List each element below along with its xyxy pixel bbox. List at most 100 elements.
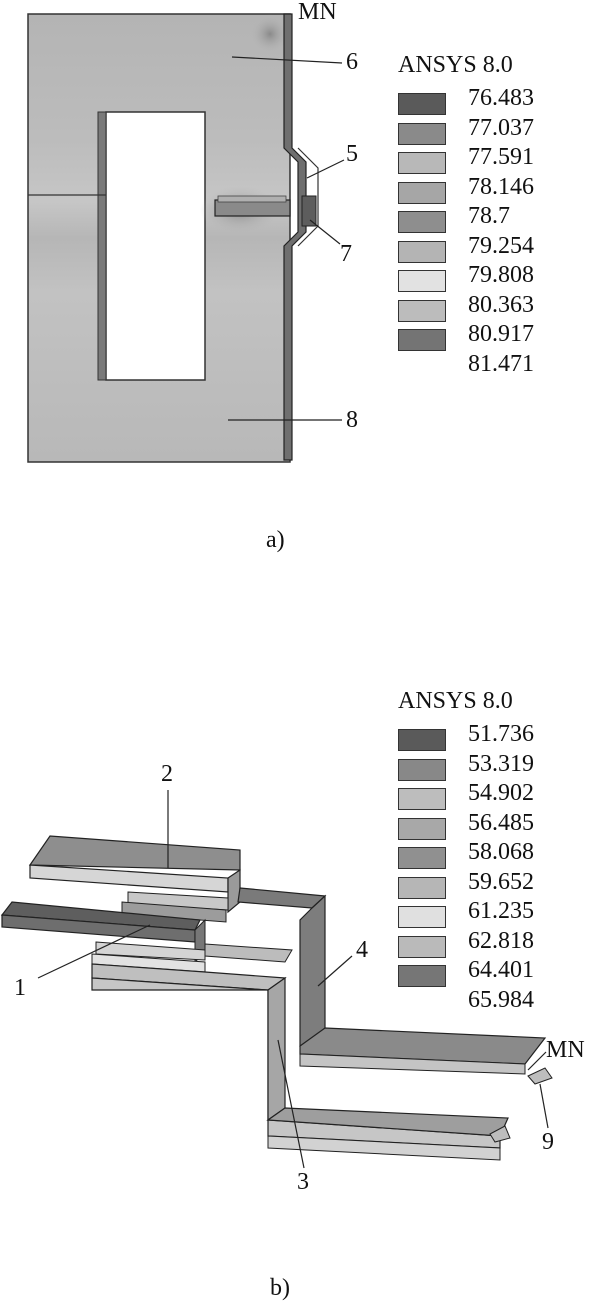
legend-row: 58.068 — [398, 840, 588, 870]
caption-a: a) — [266, 527, 285, 553]
legend-swatch — [398, 270, 446, 292]
legend-row: 59.652 — [398, 870, 588, 900]
right-plate — [283, 13, 307, 461]
side-block — [301, 195, 317, 227]
legend-row: 64.401 — [398, 958, 588, 988]
legend-swatch — [398, 211, 446, 233]
figure-a: MN 6 5 7 8 ANSYS 8.0 76.483 77.037 77.591 7… — [0, 0, 594, 560]
legend-value: 65.984 — [468, 986, 534, 1013]
legend-value: 76.483 — [468, 85, 534, 111]
part-4-top — [237, 887, 327, 909]
legend-row: 53.319 — [398, 752, 588, 782]
leader-6 — [231, 56, 343, 64]
legend-value: 54.902 — [468, 780, 534, 806]
core-body — [27, 13, 291, 463]
legend-swatch — [398, 122, 446, 145]
legend-swatch — [398, 935, 446, 958]
legend-value: 79.254 — [468, 232, 534, 259]
leader-4 — [317, 955, 353, 987]
callout-4: 4 — [356, 937, 368, 963]
callout-2: 2 — [161, 761, 173, 787]
part-4-edge — [299, 1053, 526, 1075]
legend-value: 64.401 — [468, 957, 534, 983]
legend-value: 59.652 — [468, 868, 534, 895]
legend-swatch — [398, 847, 446, 869]
legend-swatch — [398, 329, 446, 351]
caption-b: b) — [270, 1275, 290, 1301]
legend-swatch — [398, 906, 446, 928]
legend-swatch — [398, 876, 446, 899]
legend-row: 65.984 — [398, 988, 588, 1018]
legend-title: ANSYS 8.0 — [398, 52, 513, 78]
legend-swatch — [398, 93, 446, 115]
legend-value: 80.917 — [468, 321, 534, 347]
legend-value: 58.068 — [468, 839, 534, 865]
callout-3: 3 — [297, 1169, 309, 1195]
legend-value: 78.7 — [468, 203, 510, 229]
plate-edge — [297, 147, 319, 247]
callout-8: 8 — [346, 407, 358, 433]
legend-swatch — [398, 152, 446, 174]
part-4-vertical — [299, 894, 326, 1047]
legend-row: 62.818 — [398, 929, 588, 959]
legend-value: 80.363 — [468, 291, 534, 318]
leader-7 — [309, 219, 341, 245]
legend-swatch — [398, 965, 446, 987]
part-2-lower2 — [121, 901, 227, 923]
part-3-vertical — [267, 976, 286, 1122]
callout-mn: MN — [298, 0, 337, 25]
part-2-top — [28, 835, 241, 871]
callout-9: 9 — [542, 1129, 554, 1155]
part-3-flat — [266, 1107, 509, 1137]
legend-value: 77.591 — [468, 144, 534, 170]
legend-row: 79.808 — [398, 263, 588, 293]
window-strip — [97, 111, 107, 381]
legend-row: 56.485 — [398, 811, 588, 841]
legend-row: 81.471 — [398, 352, 588, 382]
callout-mn: MN — [546, 1037, 585, 1063]
legend-value: 79.808 — [468, 262, 534, 288]
legend-a: ANSYS 8.0 76.483 77.037 77.591 78.146 78.7 79… — [398, 52, 588, 382]
legend-value: 53.319 — [468, 750, 534, 777]
leader-3 — [277, 1039, 305, 1169]
legend-swatch — [398, 758, 446, 781]
legend-row: 80.363 — [398, 293, 588, 323]
legend-value: 61.235 — [468, 898, 534, 924]
callout-5: 5 — [346, 141, 358, 167]
legend-title: ANSYS 8.0 — [398, 688, 513, 714]
legend-swatch — [398, 788, 446, 810]
terminal-upper — [527, 1067, 553, 1085]
leader-mn — [527, 1051, 547, 1071]
part-4-flat — [299, 1027, 547, 1065]
legend-swatch — [398, 817, 446, 840]
legend-row: 76.483 — [398, 86, 588, 116]
legend-swatch — [398, 181, 446, 204]
figure-b-drawing — [0, 790, 553, 1169]
leader-5 — [306, 159, 345, 179]
gap-block-inner — [217, 195, 287, 203]
terminal-lower — [489, 1125, 511, 1143]
legend-row: 79.254 — [398, 234, 588, 264]
legend-row: 51.736 — [398, 722, 588, 752]
legend-swatch — [398, 240, 446, 263]
legend-row: 61.235 — [398, 899, 588, 929]
middle-strip — [204, 943, 293, 963]
legend-value: 81.471 — [468, 350, 534, 377]
legend-swatch — [398, 729, 446, 751]
figure-a-drawing — [27, 13, 345, 463]
legend-row: 78.7 — [398, 204, 588, 234]
callout-6: 6 — [346, 49, 358, 75]
legend-value: 51.736 — [468, 721, 534, 747]
legend-value: 78.146 — [468, 173, 534, 200]
legend-value: 77.037 — [468, 114, 534, 141]
legend-row: 54.902 — [398, 781, 588, 811]
callout-1: 1 — [14, 975, 26, 1001]
legend-row: 80.917 — [398, 322, 588, 352]
callout-7: 7 — [340, 241, 352, 267]
part-2-side — [227, 868, 241, 914]
leader-9 — [539, 1083, 549, 1129]
legend-value: 62.818 — [468, 927, 534, 954]
legend-row: 77.591 — [398, 145, 588, 175]
legend-row: 77.037 — [398, 116, 588, 146]
